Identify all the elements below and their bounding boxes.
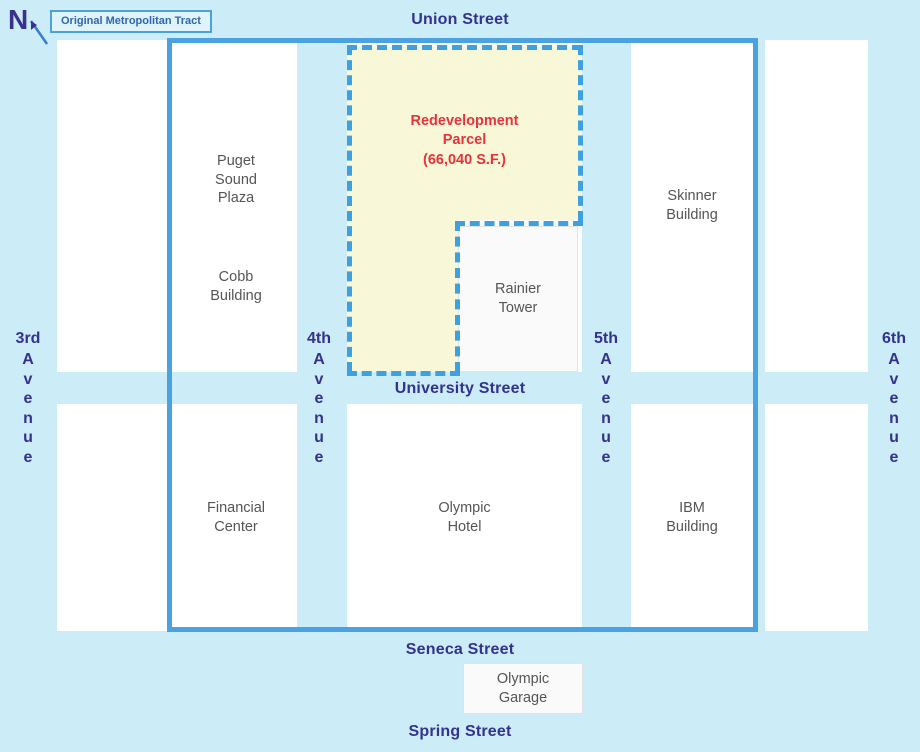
block-skinner: Skinner Building [631,40,753,372]
legend-label: Original Metropolitan Tract [61,15,201,27]
label-skinner-building: Skinner Building [666,188,718,223]
block-olympic-garage: Olympic Garage [463,663,583,714]
label-olympic-garage: Olympic Garage [496,670,550,706]
compass-needle-icon [29,20,49,45]
compass-north-icon: N [8,4,54,48]
avenue-number-3rd: 3rd [15,330,41,347]
block-3rd-ave-north [57,40,175,372]
street-label-spring: Spring Street [408,723,512,740]
label-rainier-tower: Rainier Tower [495,281,541,316]
block-3rd-ave-south [57,404,175,631]
street-label-seneca: Seneca Street [405,641,515,658]
street-label-university: University Street [394,380,526,397]
block-6th-ave-north [765,40,868,372]
compass-letter: N [8,4,29,35]
block-financial-center: Financial Center [175,404,297,631]
block-rainier-tower: Rainier Tower [458,226,578,372]
label-financial-center: Financial Center [206,499,266,535]
redevelopment-parcel-lower-leg [347,220,458,372]
block-puget-cobb: Puget Sound Plaza Cobb Building [175,40,297,372]
label-puget-sound-plaza: Puget Sound Plaza [215,153,257,207]
block-ibm-building: IBM Building [631,404,753,631]
street-label-union: Union Street [411,11,509,28]
label-redevelopment-parcel: Redevelopment Parcel (66,040 S.F.) [410,113,519,168]
label-ibm-building: IBM Building [666,499,718,535]
legend-original-metropolitan-tract: Original Metropolitan Tract [50,10,212,33]
block-6th-ave-south [765,404,868,631]
redevelopment-parcel-upper [347,46,582,220]
label-cobb-building: Cobb Building [210,269,262,304]
block-olympic-hotel: Olympic Hotel [347,404,582,631]
label-olympic-hotel: Olympic Hotel [438,499,491,535]
avenue-number-4th: 4th [307,330,331,347]
avenue-number-6th: 6th [882,330,906,347]
avenue-number-5th: 5th [594,330,618,347]
